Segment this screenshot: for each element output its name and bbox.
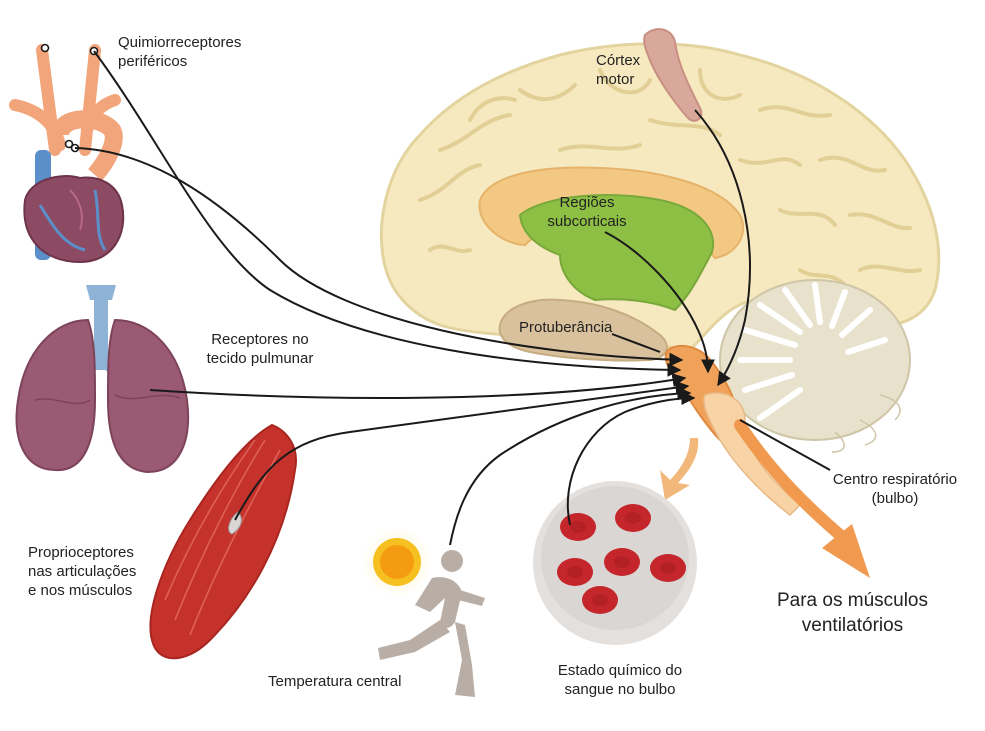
label-line: nas articulações [28, 562, 136, 581]
label-line: Protuberância [519, 318, 612, 337]
label-line: Centro respiratório [820, 470, 970, 489]
label-line: periféricos [118, 52, 241, 71]
right-lung [108, 320, 188, 472]
label-proprioceptors: Proprioceptores nas articulações e nos m… [28, 543, 136, 600]
label-line: Proprioceptores [28, 543, 136, 562]
label-respiratory-center: Centro respiratório (bulbo) [820, 470, 970, 508]
label-motor-cortex: Córtex motor [596, 51, 640, 89]
brain [381, 29, 938, 515]
label-line: Temperatura central [268, 672, 401, 691]
label-line: Quimiorreceptores [118, 33, 241, 52]
blood-state-arrow [660, 438, 698, 500]
heart-and-arteries [15, 45, 123, 263]
blood-dish [533, 481, 697, 645]
label-pons: Protuberância [519, 318, 612, 337]
label-line: sangue no bulbo [545, 680, 695, 699]
label-line: motor [596, 70, 640, 89]
label-line: (bulbo) [820, 489, 970, 508]
cerebellum [720, 280, 910, 452]
label-line: Receptores no [185, 330, 335, 349]
label-line: Regiões [537, 193, 637, 212]
label-peripheral-chemoreceptors: Quimiorreceptores periféricos [118, 33, 241, 71]
lungs [17, 285, 189, 472]
arrow-lung-receptors [150, 378, 685, 398]
label-core-temperature: Temperatura central [268, 672, 401, 691]
label-line: Estado químico do [545, 661, 695, 680]
label-blood-chemical-state: Estado químico do sangue no bulbo [545, 661, 695, 699]
label-line: ventilatórios [760, 613, 945, 638]
label-lung-receptors: Receptores no tecido pulmunar [185, 330, 335, 368]
label-line: e nos músculos [28, 581, 136, 600]
label-subcortical-regions: Regiões subcorticais [537, 193, 637, 231]
sun [361, 526, 433, 598]
left-lung [17, 320, 95, 470]
label-ventilatory-muscles: Para os músculos ventilatórios [760, 588, 945, 638]
label-line: subcorticais [537, 212, 637, 231]
label-line: Para os músculos [760, 588, 945, 613]
label-line: Córtex [596, 51, 640, 70]
label-line: tecido pulmunar [185, 349, 335, 368]
